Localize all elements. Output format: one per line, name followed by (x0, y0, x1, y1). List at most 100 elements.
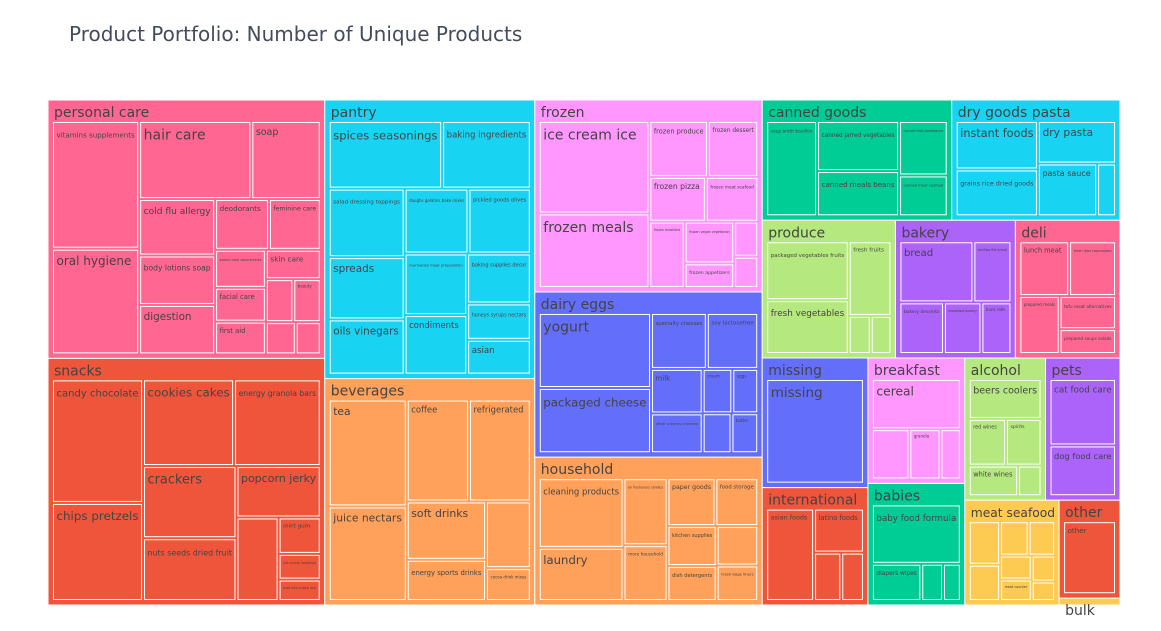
tile-pantry-marinades-meat-preparation[interactable] (405, 254, 467, 315)
tile-pantry-spices-seasonings[interactable] (329, 122, 442, 188)
tile-pets-cat-food-care[interactable] (1050, 379, 1116, 445)
tile-canned-goods-canned-jarred-vegetables[interactable] (818, 122, 899, 171)
tile-personal-care-feminine-care[interactable] (269, 200, 320, 249)
tile-canned-goods-canned-meals-beans[interactable] (818, 172, 899, 216)
tile-babies-baby-accessories[interactable] (922, 564, 943, 600)
tile-household-dish-detergents[interactable] (668, 567, 716, 601)
tile-personal-care-hair-care[interactable] (140, 122, 251, 199)
tile-personal-care-vitamins-supplements[interactable] (53, 122, 139, 248)
tile-dairy-eggs-butter[interactable] (732, 414, 758, 453)
tile-snacks-crackers[interactable] (144, 467, 236, 538)
tile-snacks-popcorn-jerky[interactable] (237, 467, 320, 517)
tile-meat-seafood-meat-counter[interactable] (1001, 580, 1031, 600)
tile-meat-seafood-marinated-meats[interactable] (1032, 582, 1055, 600)
tile-frozen-frozen-produce[interactable] (650, 122, 707, 176)
tile-deli-lunch-meat[interactable] (1020, 242, 1069, 296)
tile-pantry-spreads[interactable] (329, 258, 404, 319)
tile-personal-care-muscles-joints-pain-relief[interactable] (266, 323, 295, 354)
tile-dairy-eggs-soy-lactosefree[interactable] (707, 313, 758, 368)
tile-household-cleaning-products[interactable] (539, 479, 623, 547)
tile-dairy-eggs-specialty-cheeses[interactable] (652, 313, 706, 368)
tile-personal-care-beauty[interactable] (294, 280, 320, 322)
tile-deli-prepared-soups-salads[interactable] (1060, 330, 1116, 353)
tile-missing-missing[interactable] (767, 379, 863, 483)
tile-household-paper-goods[interactable] (668, 479, 715, 526)
tile-dairy-eggs-refrigerated-pudding-desserts[interactable] (703, 414, 731, 453)
tile-beverages-cocoa-drink-mixes[interactable] (487, 569, 530, 600)
tile-snacks-nuts-seeds-dried-fruit[interactable] (144, 539, 236, 601)
tile-frozen-frozen-appetizers[interactable] (685, 264, 734, 287)
tile-pantry-baking-ingredients[interactable] (443, 122, 530, 188)
tile-snacks-mint-gum[interactable] (279, 518, 320, 553)
tile-alcohol-red-wines[interactable] (969, 419, 1005, 465)
tile-dairy-eggs-cream[interactable] (703, 369, 732, 413)
tile-deli-fresh-dips-tapenades[interactable] (1070, 242, 1115, 296)
tile-personal-care-first-aid[interactable] (216, 322, 265, 354)
tile-pantry-salad-dressing-toppings[interactable] (329, 189, 404, 257)
tile-meat-seafood-packaged-meat[interactable] (969, 522, 1000, 564)
tile-personal-care-body-lotions-soap[interactable] (140, 256, 215, 304)
tile-alcohol-white-wines[interactable] (969, 466, 1018, 496)
tile-personal-care-skin-care[interactable] (266, 250, 320, 279)
tile-snacks-candy-chocolate[interactable] (53, 380, 143, 502)
tile-beverages-refrigerated[interactable] (470, 400, 530, 501)
tile-personal-care-oral-hygiene[interactable] (53, 249, 139, 354)
tile-bakery-buns-rolls[interactable] (982, 303, 1011, 353)
tile-babies-diapers-wipes[interactable] (872, 564, 921, 600)
tile-produce-fresh-vegetables[interactable] (767, 301, 848, 353)
tile-international-asian-foods[interactable] (767, 509, 814, 600)
tile-pantry-doughs-gelatins-bake-mixes[interactable] (405, 189, 468, 253)
tile-frozen-frozen-vegan-vegetarian[interactable] (685, 222, 734, 263)
tile-household-kitchen-supplies[interactable] (668, 527, 716, 566)
tile-snacks-cookies-cakes[interactable] (144, 380, 234, 466)
tile-personal-care-eye-ear-care[interactable] (296, 323, 320, 354)
tile-pantry-baking-supplies-decor[interactable] (468, 254, 530, 303)
tile-bakery-breakfast-bakery[interactable] (944, 303, 981, 353)
tile-international-kosher-foods[interactable] (842, 553, 863, 600)
tile-bakery-bread[interactable] (900, 242, 973, 302)
tile-breakfast-hot-cereal-pancake-mixes[interactable] (872, 430, 909, 479)
tile-household-air-fresheners-candles[interactable] (624, 479, 667, 545)
tile-frozen-frozen-pizza[interactable] (650, 177, 705, 221)
tile-breakfast-cereal[interactable] (872, 379, 960, 429)
tile-frozen-frozen-meals[interactable] (539, 214, 649, 287)
tile-alcohol-beers-coolers[interactable] (969, 379, 1041, 418)
tile-snacks-trail-mix-snack-mix[interactable] (279, 580, 320, 600)
tile-produce-packaged-produce[interactable] (871, 316, 891, 353)
tile-meat-seafood-seafood-counter[interactable] (1032, 556, 1055, 581)
tile-canned-goods-canned-meat-seafood[interactable] (900, 176, 947, 216)
tile-dry-goods-pasta-grains-rice-dried-goods[interactable] (956, 170, 1037, 216)
tile-household-more-household[interactable] (624, 546, 667, 600)
tile-beverages-energy-sports-drinks[interactable] (407, 560, 486, 601)
tile-frozen-ice-cream-ice[interactable] (539, 122, 649, 213)
tile-household-laundry[interactable] (539, 548, 623, 601)
tile-beverages-tea[interactable] (329, 400, 406, 506)
tile-meat-seafood-poultry-counter[interactable] (1001, 556, 1031, 579)
tile-alcohol-specialty-wines-champagnes[interactable] (1019, 466, 1041, 496)
tile-frozen-frozen-dessert[interactable] (708, 122, 758, 176)
tile-bulk[interactable] (1058, 597, 1121, 606)
tile-pantry-honeys-syrups-nectars[interactable] (468, 304, 530, 339)
tile-beverages-juice-nectars[interactable] (329, 507, 406, 600)
tile-breakfast-breakfast-bars-pastries[interactable] (941, 430, 960, 479)
tile-dry-goods-pasta-fresh-pasta[interactable] (1098, 164, 1116, 216)
tile-frozen-frozen-bread[interactable] (735, 257, 758, 287)
tile-personal-care-shave-needs[interactable] (266, 280, 293, 322)
tile-canned-goods-canned-fruit-applesauce[interactable] (900, 122, 947, 175)
tile-personal-care-facial-care[interactable] (216, 288, 265, 321)
tile-meat-seafood-hot-dogs-bacon-sausage[interactable] (969, 565, 1000, 601)
tile-meat-seafood-packaged-seafood[interactable] (1029, 522, 1055, 555)
tile-babies-baby-bath-body-care[interactable] (944, 564, 960, 600)
tile-pantry-asian[interactable] (468, 340, 530, 374)
tile-household-plates-bowls-cups-flatware[interactable] (717, 527, 758, 565)
tile-snacks-ice-cream-toppings[interactable] (279, 554, 320, 579)
tile-personal-care-soap[interactable] (252, 122, 320, 199)
tile-international-indian-foods[interactable] (815, 553, 841, 600)
tile-snacks-fruit-vegetable-snacks[interactable] (237, 518, 278, 600)
tile-beverages-water-seltzer-sparkling-water[interactable] (487, 502, 530, 568)
tile-dairy-eggs-yogurt[interactable] (539, 313, 651, 388)
tile-frozen-frozen-juice[interactable] (735, 222, 758, 256)
tile-produce-fresh-fruits[interactable] (849, 242, 891, 315)
tile-deli-prepared-meals[interactable] (1020, 297, 1059, 353)
tile-personal-care-digestion[interactable] (140, 305, 215, 354)
